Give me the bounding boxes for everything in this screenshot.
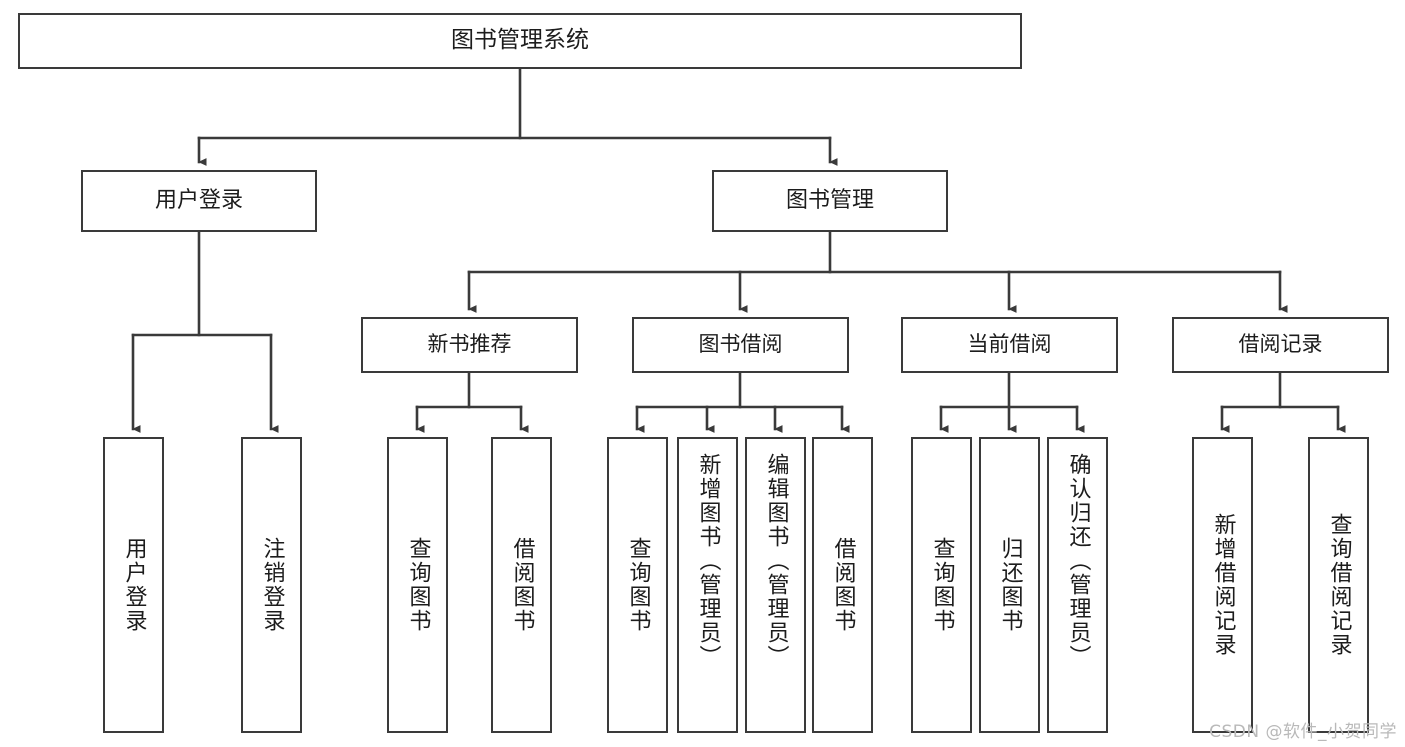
leaf-borrow-record-query[interactable]: 查询借阅记录 bbox=[1308, 437, 1369, 733]
node-label: 当前借阅 bbox=[967, 332, 1052, 357]
leaf-user-login-signin[interactable]: 用户登录 bbox=[103, 437, 164, 733]
node-label: 查询借阅记录 bbox=[1326, 513, 1352, 657]
leaf-book-borrow-edit[interactable]: 编辑图书（管理员） bbox=[745, 437, 806, 733]
node-label: 新书推荐 bbox=[427, 332, 512, 357]
node-label: 确认归还（管理员） bbox=[1065, 453, 1091, 669]
node-label: 注销登录 bbox=[259, 537, 285, 633]
node-current-borrow[interactable]: 当前借阅 bbox=[901, 317, 1118, 373]
node-label: 图书管理 bbox=[785, 187, 874, 213]
node-user-login[interactable]: 用户登录 bbox=[81, 170, 317, 232]
node-book-management[interactable]: 图书管理 bbox=[712, 170, 948, 232]
leaf-new-book-borrow[interactable]: 借阅图书 bbox=[491, 437, 552, 733]
leaf-book-borrow-lend[interactable]: 借阅图书 bbox=[812, 437, 873, 733]
leaf-book-borrow-add[interactable]: 新增图书（管理员） bbox=[677, 437, 738, 733]
node-label: 查询图书 bbox=[625, 537, 651, 633]
leaf-new-book-query[interactable]: 查询图书 bbox=[387, 437, 448, 733]
leaf-borrow-record-add[interactable]: 新增借阅记录 bbox=[1192, 437, 1253, 733]
node-label: 归还图书 bbox=[997, 537, 1023, 633]
node-label: 借阅图书 bbox=[509, 537, 535, 633]
node-label: 用户登录 bbox=[121, 537, 147, 633]
node-label: 新增借阅记录 bbox=[1210, 513, 1236, 657]
watermark-text: CSDN @软件_小贺同学 bbox=[1209, 722, 1397, 742]
leaf-book-borrow-query[interactable]: 查询图书 bbox=[607, 437, 668, 733]
node-label: 查询图书 bbox=[929, 537, 955, 633]
node-new-book-recommend[interactable]: 新书推荐 bbox=[361, 317, 578, 373]
leaf-current-borrow-confirm-return[interactable]: 确认归还（管理员） bbox=[1047, 437, 1108, 733]
node-label: 图书借阅 bbox=[698, 332, 783, 357]
node-label: 借阅记录 bbox=[1238, 332, 1323, 357]
leaf-current-borrow-return[interactable]: 归还图书 bbox=[979, 437, 1040, 733]
node-label: 查询图书 bbox=[405, 537, 431, 633]
node-book-borrow[interactable]: 图书借阅 bbox=[632, 317, 849, 373]
node-root-system[interactable]: 图书管理系统 bbox=[18, 13, 1022, 69]
node-borrow-record[interactable]: 借阅记录 bbox=[1172, 317, 1389, 373]
node-label: 借阅图书 bbox=[830, 537, 856, 633]
leaf-current-borrow-query[interactable]: 查询图书 bbox=[911, 437, 972, 733]
node-label: 新增图书（管理员） bbox=[695, 453, 721, 669]
node-label: 编辑图书（管理员） bbox=[763, 453, 789, 669]
node-label: 图书管理系统 bbox=[451, 27, 589, 54]
leaf-user-login-signout[interactable]: 注销登录 bbox=[241, 437, 302, 733]
node-label: 用户登录 bbox=[154, 187, 243, 213]
